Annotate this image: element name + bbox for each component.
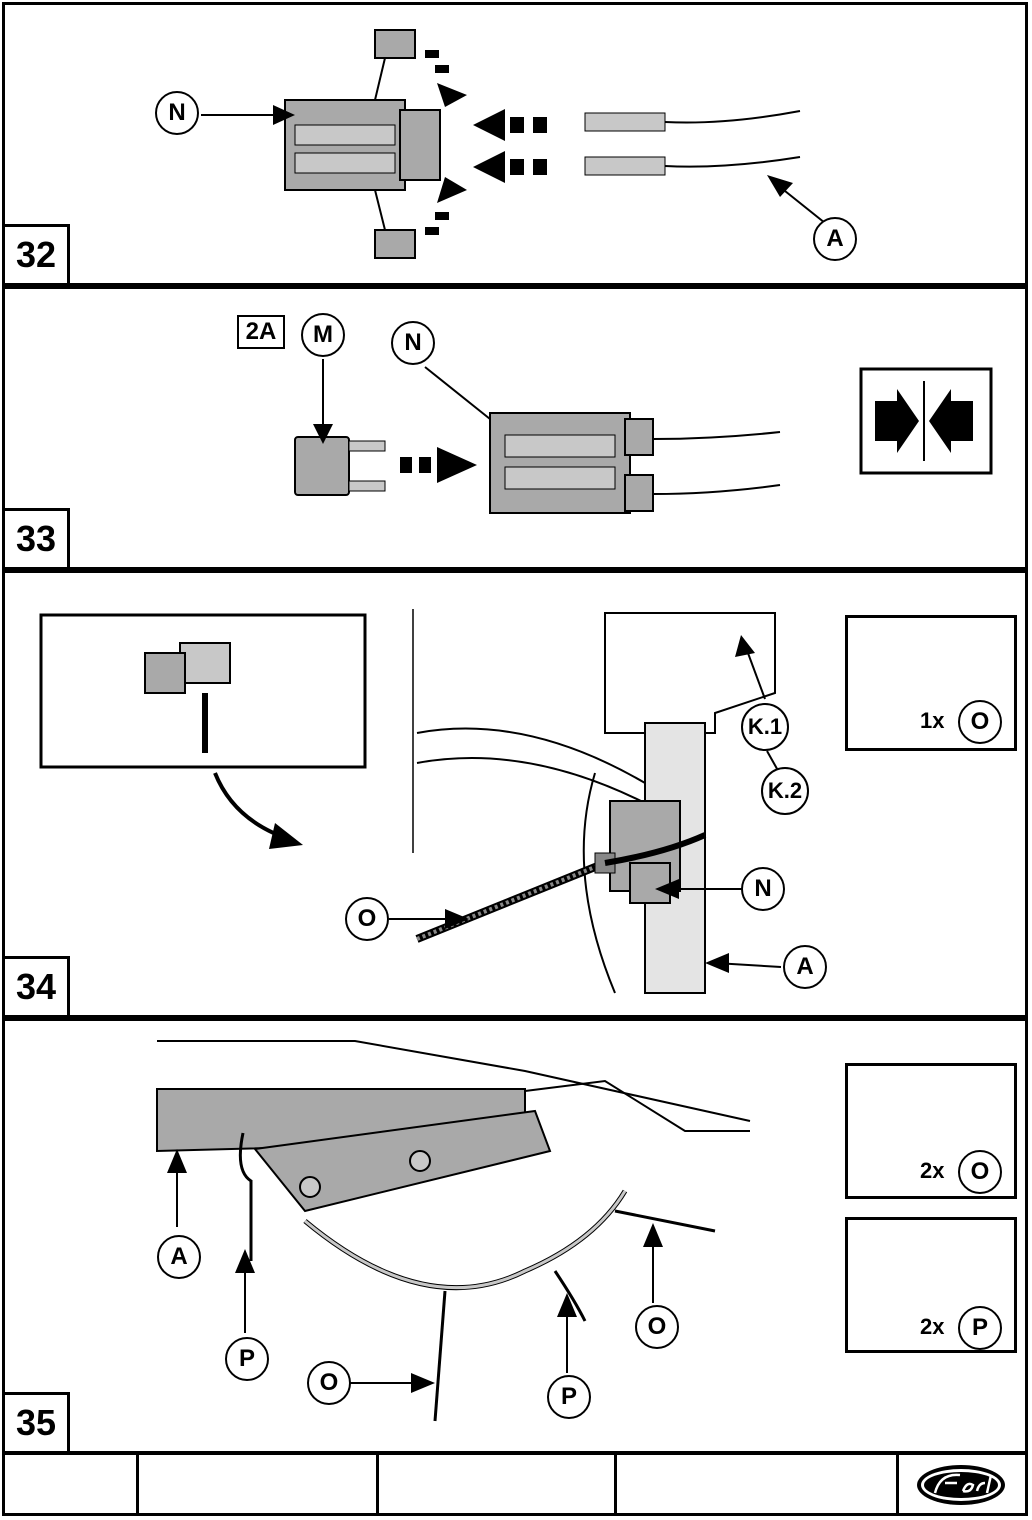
kit-quantity: 1x [920, 708, 944, 734]
step-32-panel: N A 32 [2, 2, 1028, 286]
kit-callout-o: O [958, 1150, 1002, 1194]
callout-a: A [783, 945, 827, 989]
step-33-panel: 2A M N 33 [2, 286, 1028, 570]
callout-m: M [301, 313, 345, 357]
step-number: 34 [2, 956, 70, 1018]
callout-k2: K.2 [761, 767, 809, 815]
callout-a: A [813, 217, 857, 261]
kit-callout-o: O [958, 700, 1002, 744]
callout-k1: K.1 [741, 703, 789, 751]
kit-box-tie-o: 2x O [845, 1063, 1017, 1199]
callout-p: P [225, 1337, 269, 1381]
footer-bar [2, 1452, 1028, 1516]
step-34-panel: 1x O K.1 K.2 N O A 34 [2, 570, 1028, 1018]
callout-p: P [547, 1375, 591, 1419]
callout-o: O [307, 1361, 351, 1405]
callout-n: N [391, 321, 435, 365]
step-number: 35 [2, 1392, 70, 1454]
kit-callout-p: P [958, 1306, 1002, 1350]
step-35-panel: 2x O 2x P A P O P O 35 [2, 1018, 1028, 1454]
step-33-illustration [5, 289, 1031, 573]
kit-quantity: 2x [920, 1158, 944, 1184]
callout-n: N [155, 91, 199, 135]
step-32-illustration [5, 5, 1031, 289]
kit-quantity: 2x [920, 1314, 944, 1340]
part-tag-2a: 2A [237, 315, 285, 349]
callout-n: N [741, 867, 785, 911]
step-number: 32 [2, 224, 70, 286]
kit-box-tie-p: 2x P [845, 1217, 1017, 1353]
callout-o: O [345, 897, 389, 941]
callout-a: A [157, 1235, 201, 1279]
step-number: 33 [2, 508, 70, 570]
ford-logo [5, 1455, 1031, 1513]
kit-box-tie-o: 1x O [845, 615, 1017, 751]
callout-o: O [635, 1305, 679, 1349]
